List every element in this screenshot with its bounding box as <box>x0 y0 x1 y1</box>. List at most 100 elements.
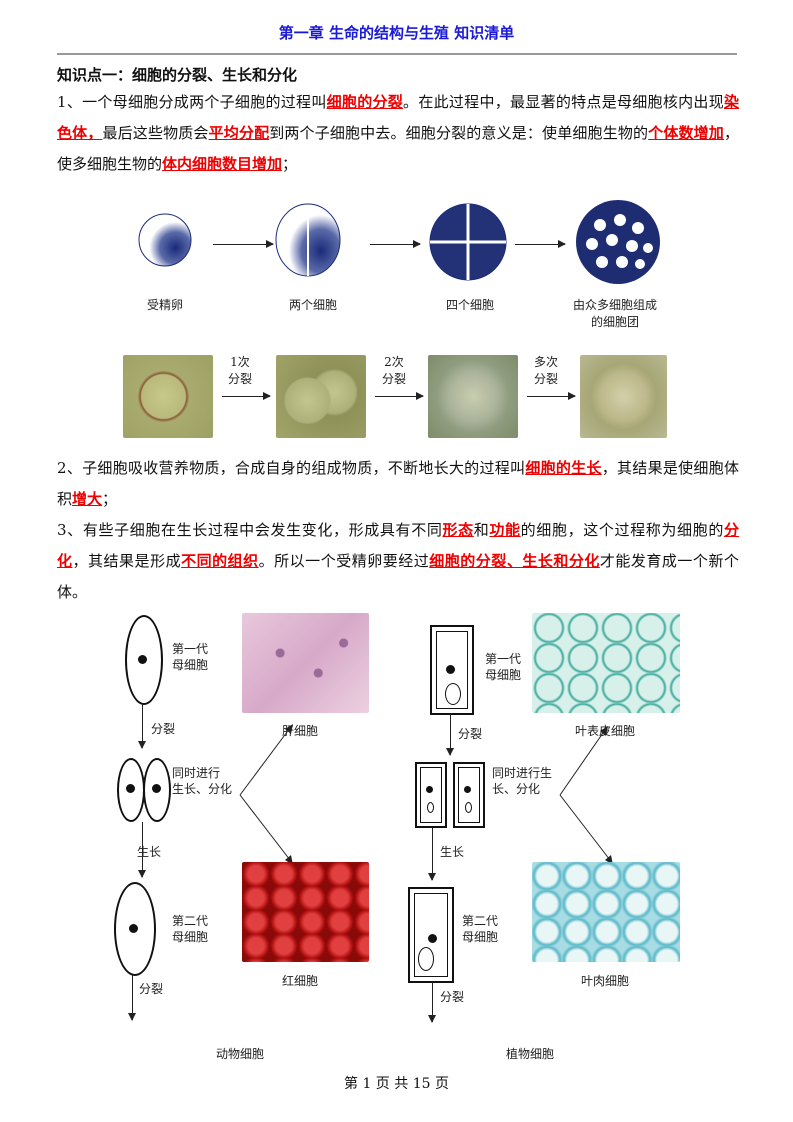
text: ，其结果是形成 <box>72 552 182 570</box>
label-grow: 生长 <box>136 845 161 859</box>
photo-two-cells <box>276 355 366 438</box>
animal-cell-gen2 <box>114 882 156 976</box>
plant-cell-gen1 <box>430 625 474 715</box>
animal-daughter-cell <box>143 758 171 822</box>
text: 。在此过程中，最显著的特点是母细胞核内出现 <box>403 93 724 111</box>
text: 的细胞，这个过程称为细胞的 <box>520 521 724 539</box>
label-gen1: 第一代 <box>484 652 521 666</box>
section-heading: 知识点一：细胞的分裂、生长和分化 <box>57 66 298 84</box>
arrow-down-icon <box>128 975 136 1021</box>
arrow-icon <box>527 392 576 400</box>
label-split: 分裂 <box>457 727 482 741</box>
arrow-down-icon <box>428 982 436 1023</box>
photo-mesophyll-cells <box>532 862 680 962</box>
label-gen1: 第一代 <box>171 642 208 656</box>
label-gen2-2: 母细胞 <box>461 930 498 944</box>
arrow-icon <box>375 392 424 400</box>
text: 才能发育成一个新个体。 <box>57 552 739 601</box>
paragraph-2: 2、子细胞吸收营养物质，合成自身的组成物质，不断地长大的过程叫细胞的生长，其结果… <box>57 453 739 515</box>
arrow-down-icon <box>428 828 436 881</box>
key-term: 细胞的生长 <box>525 459 602 477</box>
step-label: 分裂 <box>227 372 252 386</box>
paragraph-1: 1、一个母细胞分成两个子细胞的过程叫细胞的分裂。在此过程中，最显著的特点是母细胞… <box>57 87 739 180</box>
label-liver-cell: 肝细胞 <box>281 724 318 738</box>
label-four-cells: 四个细胞 <box>445 298 494 312</box>
branch-arrows <box>239 724 293 865</box>
paragraph-3: 3、有些子细胞在生长过程中会发生变化，形成具有不同形态和功能的细胞，这个过程称为… <box>57 515 739 608</box>
arrow-icon <box>370 240 421 248</box>
label-gen2-2: 母细胞 <box>171 930 208 944</box>
step-count: 1次 <box>230 355 250 369</box>
text: 和 <box>473 521 490 539</box>
key-term: 形态 <box>442 521 474 539</box>
animal-cell-gen1 <box>125 615 163 705</box>
caption-animal-cells: 动物细胞 <box>215 1047 264 1061</box>
text: 1、一个母细胞分成两个子细胞的过程叫 <box>57 93 327 111</box>
label-split: 分裂 <box>439 990 464 1004</box>
arrow-icon <box>213 240 274 248</box>
arrow-down-icon <box>138 703 146 749</box>
key-term: 分化 <box>57 521 739 570</box>
label-split: 分裂 <box>138 982 163 996</box>
photo-four-cells <box>428 355 518 438</box>
photo-leaf-epidermis-cells <box>532 613 680 713</box>
text: ，使多细胞生物的 <box>57 124 739 173</box>
key-term: 增大 <box>72 490 103 508</box>
arrow-down-icon <box>446 715 454 756</box>
step-count: 多次 <box>533 355 558 369</box>
zygote-drawing <box>138 213 192 267</box>
label-gen1-2: 母细胞 <box>484 668 521 682</box>
step-label: 分裂 <box>533 372 558 386</box>
text: 到两个子细胞中去。细胞分裂的意义是：使单细胞生物的 <box>269 124 649 142</box>
label-two-cells: 两个细胞 <box>288 298 337 312</box>
key-term: 功能 <box>489 521 521 539</box>
label-cell-mass: 由众多细胞组成 <box>572 298 657 312</box>
key-term: 个体数增加 <box>648 124 724 142</box>
label-zygote: 受精卵 <box>146 298 183 312</box>
key-term: 体内细胞数目增加 <box>162 155 283 173</box>
text: 3、有些子细胞在生长过程中会发生变化，形成具有不同 <box>57 521 443 539</box>
text: ； <box>282 155 298 173</box>
label-simul: 同时进行 <box>172 766 221 780</box>
arrow-icon <box>515 240 566 248</box>
text: ； <box>102 490 118 508</box>
plant-cell-gen2 <box>408 887 454 983</box>
key-term: 染色体， <box>57 93 739 142</box>
label-split: 分裂 <box>150 722 175 736</box>
label-simul-2: 生长、分化 <box>172 782 233 796</box>
label-gen2: 第二代 <box>461 914 498 928</box>
arrow-down-icon <box>138 822 146 878</box>
plant-daughter-cell <box>415 762 447 828</box>
plant-daughter-cell <box>453 762 485 828</box>
photo-liver-cells <box>242 613 369 713</box>
label-simul: 同时进行生 <box>492 766 553 780</box>
photo-cell-mass <box>580 355 667 438</box>
branch-arrows <box>559 726 613 865</box>
caption-plant-cells: 植物细胞 <box>505 1047 554 1061</box>
photo-red-blood-cells <box>242 862 369 962</box>
label-cell-mass-2: 的细胞团 <box>590 315 639 329</box>
cell-mass-drawing <box>576 200 660 284</box>
animal-daughter-cell <box>117 758 145 822</box>
label-gen2: 第二代 <box>171 914 208 928</box>
header-rule <box>57 53 737 55</box>
text: 。所以一个受精卵要经过 <box>258 552 430 570</box>
label-grow: 生长 <box>439 845 464 859</box>
text: 最后这些物质会 <box>102 124 209 142</box>
label-red-cell: 红细胞 <box>281 974 318 988</box>
label-mesophyll-cell: 叶肉细胞 <box>580 974 629 988</box>
page-footer: 第 1 页 共 15 页 <box>344 1076 449 1092</box>
text: ，其结果是使细胞体积 <box>57 459 739 508</box>
cell-division-drawing <box>138 200 660 284</box>
label-simul-2: 长、分化 <box>492 782 541 796</box>
arrow-icon <box>222 392 271 400</box>
photo-zygote <box>123 355 213 438</box>
key-term: 平均分配 <box>208 124 270 142</box>
label-gen1-2: 母细胞 <box>171 658 208 672</box>
label-epidermis-cell: 叶表皮细胞 <box>574 724 635 738</box>
four-cells-drawing <box>429 203 507 281</box>
text: 2、子细胞吸收营养物质，合成自身的组成物质，不断地长大的过程叫 <box>57 459 526 477</box>
page-title: 第一章 生命的结构与生殖 知识清单 <box>278 24 515 42</box>
two-cells-drawing <box>275 203 341 277</box>
